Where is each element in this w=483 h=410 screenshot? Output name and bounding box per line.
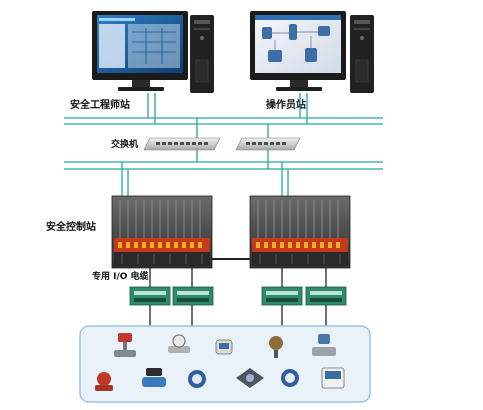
desktop-computer-icon: [92, 11, 214, 93]
control-cabinet-1: [111, 195, 213, 269]
gauge-icon: [281, 369, 299, 387]
terminal-board-icon: [261, 286, 303, 306]
valve-actuator-icon: [114, 333, 136, 357]
level-sensor-icon: [269, 336, 283, 358]
operator-station-label: 操作员站: [266, 98, 306, 111]
io-cable-label: 专用 I/O 电缆: [92, 270, 149, 282]
terminal-board-3: [261, 286, 303, 306]
control-cabinet-icon: [249, 195, 351, 269]
network-switch-icon: [235, 137, 301, 151]
terminal-board-icon: [172, 286, 214, 306]
operator-workstation: 操作员站: [250, 11, 374, 111]
engineer-workstation: 安全工程师站: [70, 11, 214, 111]
flow-transmitter-icon: [312, 334, 336, 356]
desktop-computer-icon: [250, 11, 374, 93]
flow-meter-icon: [168, 334, 190, 353]
network-switch-1: [143, 137, 221, 151]
switch-label: 交换机: [111, 138, 138, 150]
network-bus: [64, 93, 383, 196]
control-cabinet-2: [249, 195, 351, 269]
field-devices-panel: [79, 325, 371, 403]
field-cables: [149, 305, 327, 326]
terminal-board-2: [172, 286, 214, 306]
terminal-board-4: [305, 286, 347, 306]
network-switch-2: [235, 137, 301, 151]
display-unit-icon: [321, 367, 345, 389]
io-cables: [149, 268, 327, 287]
safety-control-station-label: 安全控制站: [46, 220, 96, 233]
terminal-board-icon: [129, 286, 171, 306]
network-switch-icon: [143, 137, 221, 151]
pressure-transmitter-icon: [215, 339, 233, 355]
red-valve-icon: [95, 372, 113, 391]
vortex-meter-icon: [142, 368, 166, 387]
terminal-board-1: [129, 286, 171, 306]
temperature-transmitter-icon: [188, 370, 206, 388]
terminal-board-icon: [305, 286, 347, 306]
control-cabinet-icon: [111, 195, 213, 269]
analyzer-icon: [236, 368, 264, 388]
engineer-station-label: 安全工程师站: [70, 98, 130, 111]
